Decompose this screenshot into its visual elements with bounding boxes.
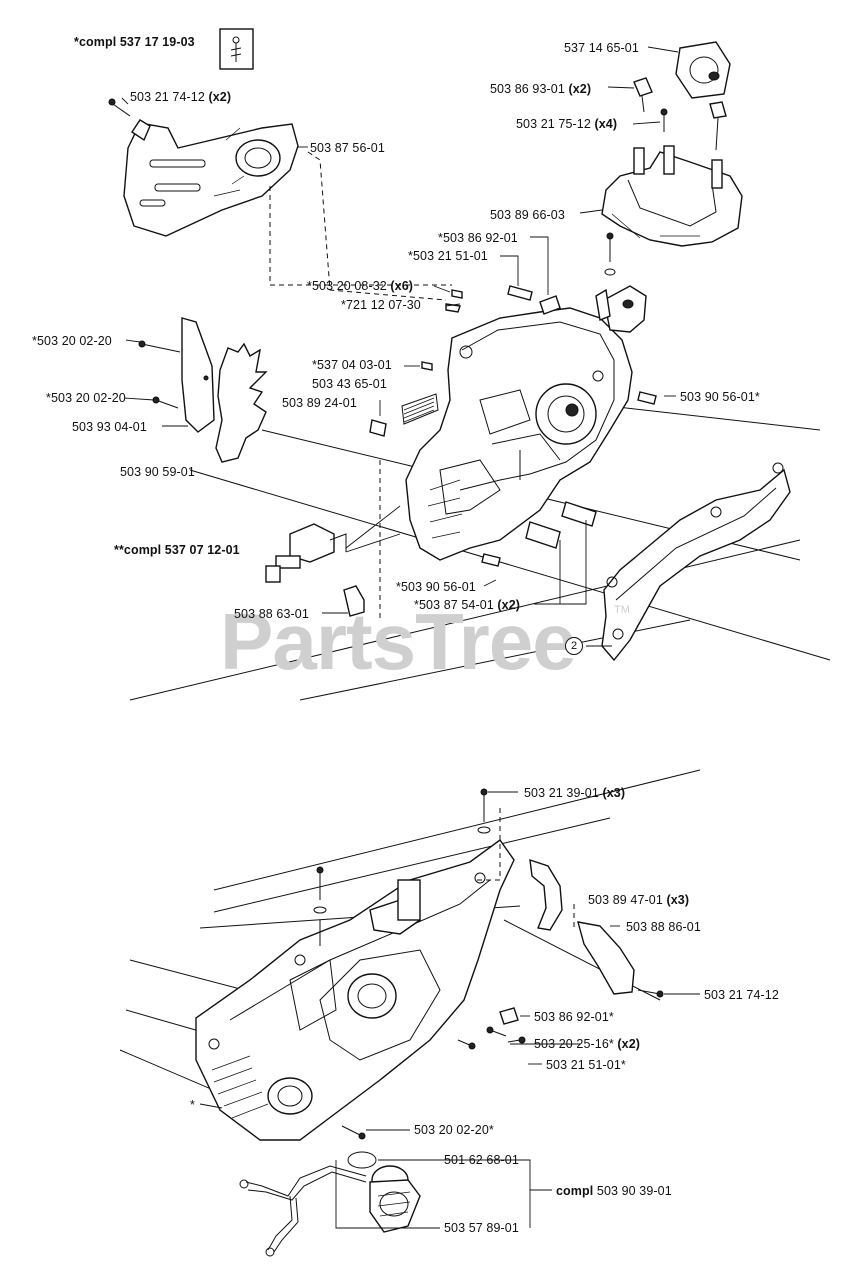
part-label: 503 21 39-01 (x3) [524, 786, 626, 800]
part-label: 503 90 59-01 [120, 465, 195, 479]
screw-icon [138, 340, 181, 409]
part-label: *503 21 51-01 [408, 249, 488, 263]
oil-pump-kit-label: **compl 537 07 12-01 [114, 543, 240, 557]
part-label: *503 20 08-32 (x6) [307, 279, 414, 293]
part-label: *537 04 03-01 [312, 358, 392, 372]
part-label: 503 88 86-01 [626, 920, 701, 934]
part-label: 503 21 74-12 [704, 988, 779, 1002]
leader-lines [121, 46, 679, 647]
part-label: 503 21 75-12 (x4) [516, 117, 618, 131]
bumper-curve [529, 858, 563, 931]
part-label: * [190, 1098, 195, 1112]
guard-plate [675, 41, 731, 99]
part-label: 503 93 04-01 [72, 420, 147, 434]
chain-guard-plate [123, 119, 299, 237]
fuel-kit-label: compl 503 90 39-01 [556, 1184, 672, 1198]
part-label: 503 20 25-16* (x2) [534, 1037, 641, 1051]
part-label: 503 90 56-01* [680, 390, 760, 404]
watermark-tm: TM [614, 604, 630, 616]
part-label: *503 20 02-20 [32, 334, 112, 348]
crankcase-half [195, 839, 515, 1141]
kit-marker-icon [219, 28, 254, 70]
nut-icon [633, 77, 727, 151]
gasket [601, 462, 791, 662]
screw-icon [604, 232, 616, 276]
part-label: 501 62 68-01 [444, 1153, 519, 1167]
part-label: *503 20 02-20 [46, 391, 126, 405]
part-label: 503 57 89-01 [444, 1221, 519, 1235]
screw-icon [108, 98, 131, 117]
part-label: *503 86 92-01 [438, 231, 518, 245]
watermark-text: PartsTree [220, 597, 577, 686]
screw-icon [660, 108, 668, 132]
part-label: 503 89 66-03 [490, 208, 565, 222]
part-label: 503 20 02-20* [414, 1123, 494, 1137]
part-label: 503 89 24-01 [282, 396, 357, 410]
part-label: 503 86 93-01 (x2) [490, 82, 592, 96]
screw-icon [313, 788, 664, 1140]
part-label: 537 14 65-01 [564, 41, 639, 55]
spring-icon [401, 393, 439, 425]
bumper-plate [181, 317, 215, 433]
reference-callout: 2 [565, 637, 583, 655]
part-label: *503 90 56-01 [396, 580, 476, 594]
pin-icon [369, 285, 657, 437]
oil-pump [265, 523, 347, 583]
part-label: *503 87 54-01 (x2) [414, 598, 521, 612]
part-label: 503 21 74-12 (x2) [130, 90, 232, 104]
clip-icon [343, 585, 365, 617]
leader-lines [199, 791, 700, 1229]
kit-label: *compl 537 17 19-03 [74, 35, 195, 49]
part-label: 503 43 65-01 [312, 377, 387, 391]
clutch-cover [601, 145, 743, 247]
crankcase-half [405, 285, 647, 561]
pin-icon [481, 501, 597, 567]
part-label: 503 21 51-01* [546, 1058, 626, 1072]
bumper-spike [215, 342, 268, 463]
part-label: 503 87 56-01 [310, 141, 385, 155]
bracket-plate [577, 921, 635, 995]
part-label: 503 89 47-01 (x3) [588, 893, 690, 907]
fuel-filter [369, 1165, 421, 1233]
fuel-hose [239, 1151, 377, 1257]
nut-icon [499, 1007, 519, 1025]
part-label: 503 88 63-01 [234, 607, 309, 621]
part-label: *721 12 07-30 [341, 298, 421, 312]
bottom-assembly [119, 769, 701, 1257]
part-label: 503 86 92-01* [534, 1010, 614, 1024]
top-assembly [108, 28, 831, 701]
